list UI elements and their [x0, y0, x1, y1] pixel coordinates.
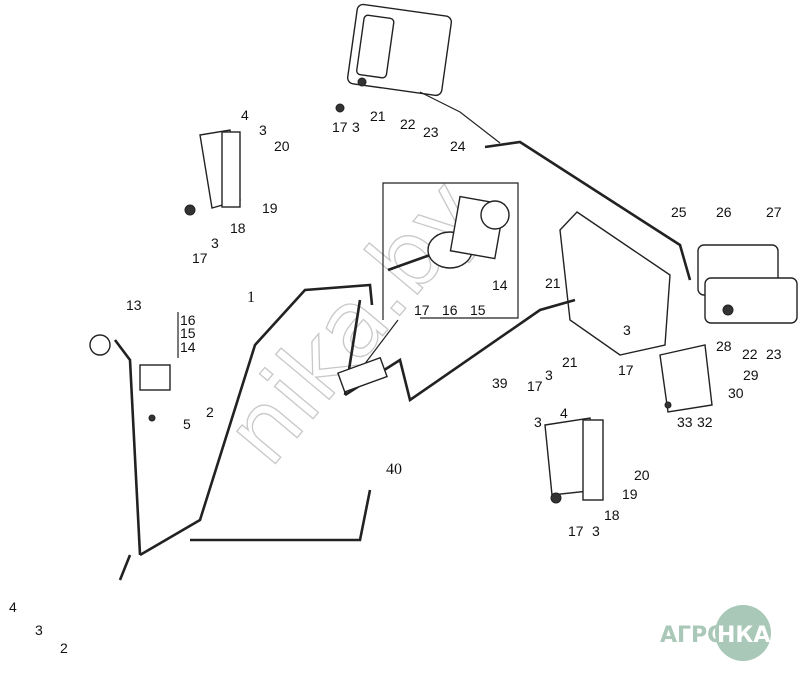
callout-label: 13: [126, 297, 142, 313]
callout-label: 20: [634, 467, 650, 483]
callout-label: 27: [766, 204, 782, 220]
callout-label: 23: [423, 124, 439, 140]
callout-label: 16: [180, 312, 196, 328]
callout-label: 2: [60, 640, 68, 656]
callout-label: 3: [623, 322, 631, 338]
callout-label: 3: [211, 235, 219, 251]
callout-label: 33: [677, 414, 693, 430]
callout-label: 17: [414, 302, 430, 318]
connector-inset: [382, 182, 519, 320]
callout-label: 3: [545, 367, 553, 383]
callout-label: 29: [743, 367, 759, 383]
callout-label: 4: [9, 599, 17, 615]
logo-text-left: АГРО: [660, 623, 726, 648]
logo-text-right: НКА: [717, 623, 770, 648]
callout-label: 14: [492, 277, 508, 293]
callout-label: 19: [622, 486, 638, 502]
callout-label: 21: [545, 275, 561, 291]
callout-label: 17: [332, 119, 348, 135]
callout-label: 17: [618, 362, 634, 378]
mounting-panel: [559, 211, 671, 356]
bracket-upper-left: [184, 129, 241, 216]
callout-label: 14: [180, 339, 196, 355]
callout-label: 30: [728, 385, 744, 401]
callout-label: 21: [370, 108, 386, 124]
wire-harness: [113, 91, 692, 581]
callout-label: 1: [247, 289, 255, 306]
callout-label: 17: [192, 250, 208, 266]
rear-lamp-top: [335, 3, 453, 113]
callout-label: 3: [352, 119, 360, 135]
callout-label: 39: [492, 375, 508, 391]
watermark: nika.by: [204, 159, 502, 485]
callout-label: 26: [716, 204, 732, 220]
callout-label: 18: [604, 507, 620, 523]
callout-label: 23: [766, 346, 782, 362]
callout-label: 40: [386, 461, 402, 478]
callout-label: 24: [450, 138, 466, 154]
callout-label: 17: [527, 378, 543, 394]
callout-label: 18: [230, 220, 246, 236]
callout-label: 21: [562, 354, 578, 370]
callout-label: 25: [671, 204, 687, 220]
callout-label: 3: [534, 414, 542, 430]
callout-label: 28: [716, 338, 732, 354]
watermark-text: nika.by: [205, 160, 502, 485]
bracket-right: [659, 344, 713, 413]
callout-label: 19: [262, 200, 278, 216]
callout-label: 3: [259, 122, 267, 138]
callout-label: 17: [568, 523, 584, 539]
callout-label: 16: [442, 302, 458, 318]
callout-label: 20: [274, 138, 290, 154]
callout-label: 5: [183, 416, 191, 432]
callout-label: 15: [470, 302, 486, 318]
agronika-logo: АГРО НКА: [660, 605, 771, 661]
callout-label: 15: [180, 325, 196, 341]
callout-label: 32: [697, 414, 713, 430]
bracket-lower: [544, 417, 604, 504]
callout-label: 4: [241, 107, 249, 123]
callout-label: 2: [206, 404, 214, 420]
callout-label: 22: [742, 346, 758, 362]
callout-label: 22: [400, 116, 416, 132]
callout-label: 3: [592, 523, 600, 539]
callout-label: 4: [560, 405, 568, 421]
socket-left: [89, 312, 179, 422]
callout-label: 3: [35, 622, 43, 638]
rear-lamp-right: [697, 244, 798, 324]
